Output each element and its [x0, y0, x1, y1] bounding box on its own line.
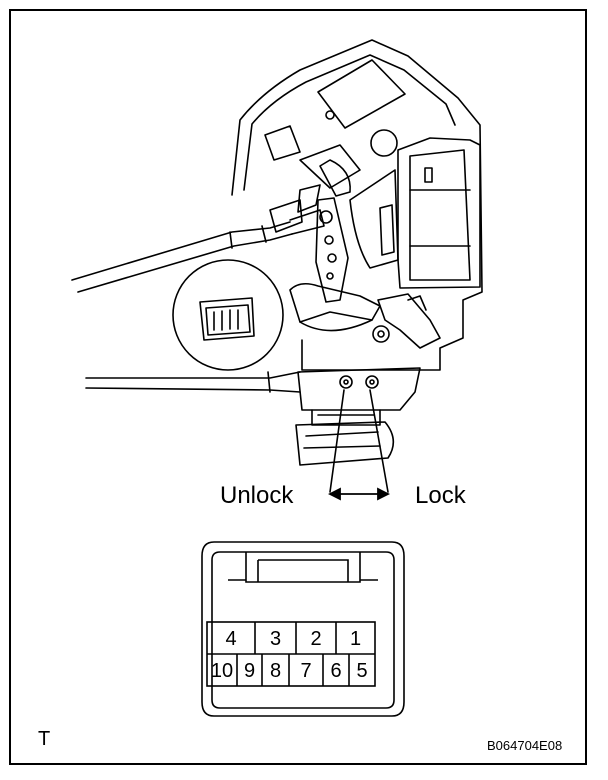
pin-number: 2 — [310, 628, 322, 650]
lock-mechanism-illustration — [71, 39, 483, 493]
pin-number: 3 — [269, 628, 282, 650]
pin-number: 5 — [356, 660, 368, 682]
connector-face — [201, 541, 405, 717]
pin-number: 1 — [349, 628, 362, 650]
rotation-arrow — [327, 487, 391, 501]
pin-number: 7 — [300, 660, 312, 682]
corner-mark: T — [38, 728, 51, 750]
pin-number: 8 — [269, 660, 282, 682]
figure-frame — [9, 9, 587, 765]
pin-number: 9 — [243, 660, 256, 682]
pin-number: 10 — [210, 660, 234, 682]
pin-number: 6 — [330, 660, 342, 682]
figure-code: B064704E08 — [487, 738, 563, 753]
unlock-label: Unlock — [220, 482, 294, 509]
pin-number: 4 — [225, 628, 237, 650]
lock-label: Lock — [415, 482, 466, 509]
